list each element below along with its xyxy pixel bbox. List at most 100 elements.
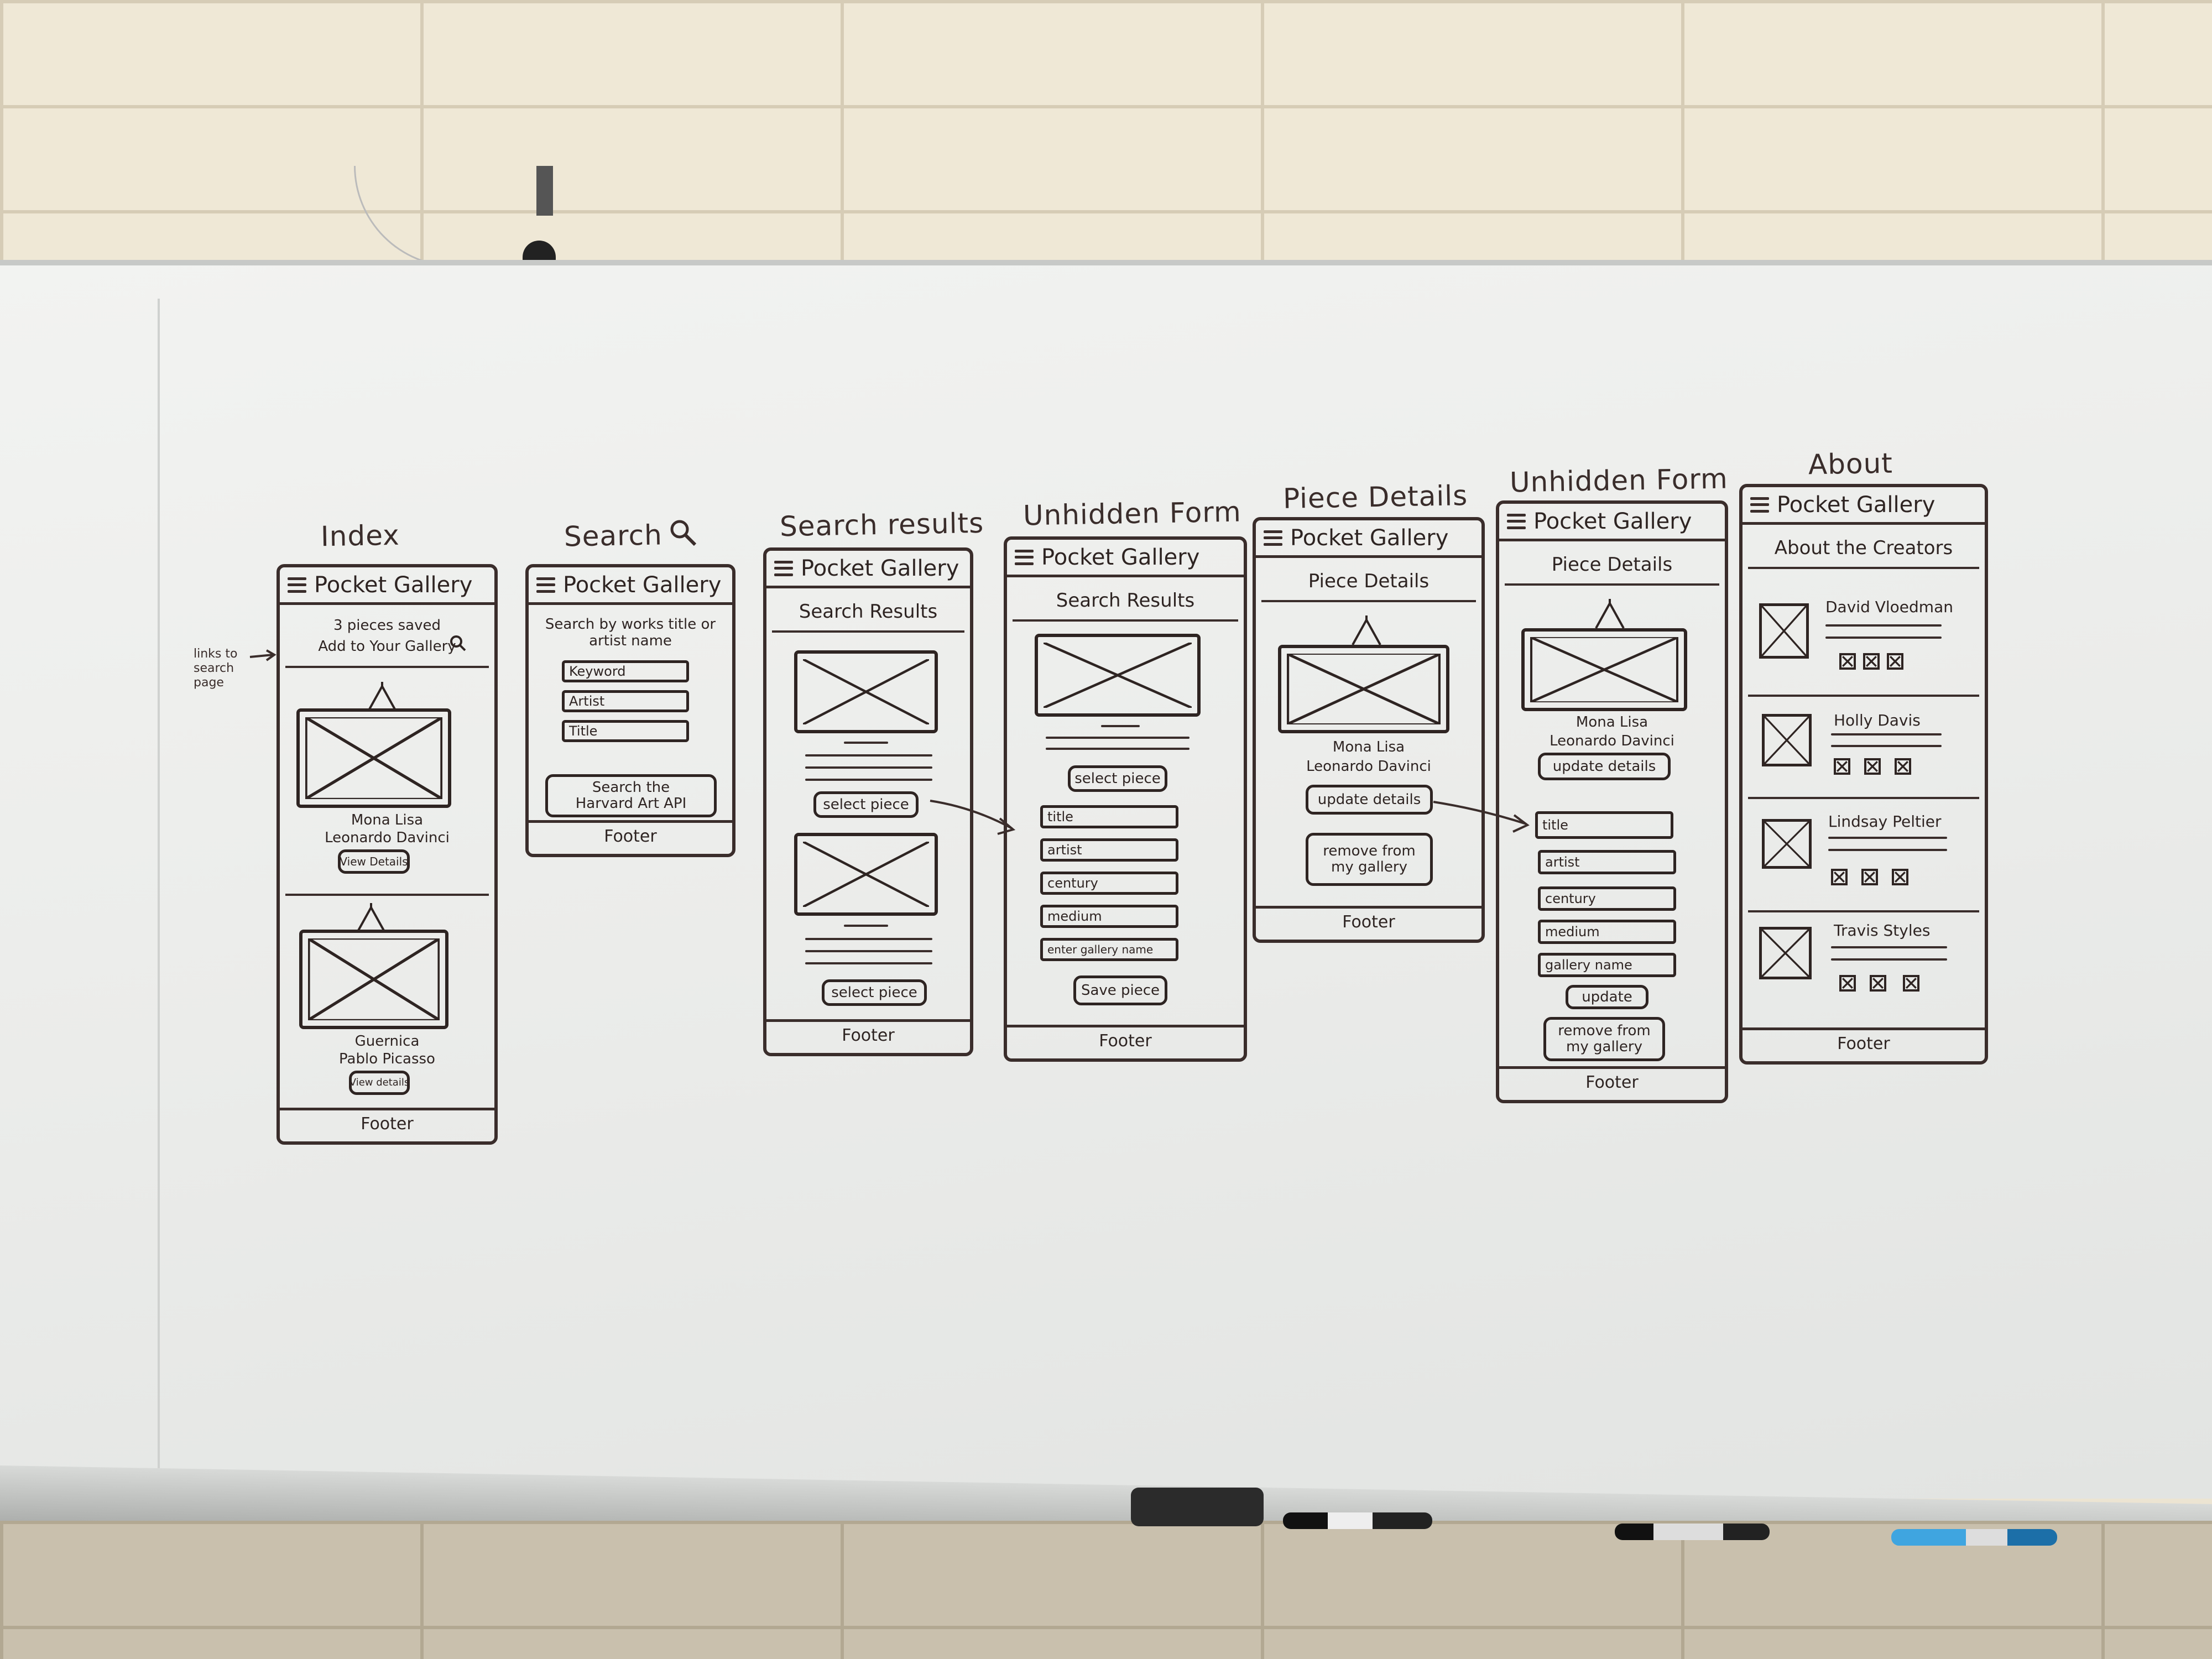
artist-field[interactable]: artist: [1040, 838, 1178, 862]
divider: [285, 894, 489, 896]
piece-title: Mona Lisa: [1332, 739, 1405, 755]
wall-below-board: [0, 1521, 2212, 1659]
text-line: [1831, 733, 1942, 735]
app-header: Pocket Gallery: [529, 567, 732, 605]
black-marker: [1283, 1512, 1432, 1529]
page-heading: Search Results: [799, 601, 938, 623]
century-field[interactable]: century: [1040, 872, 1178, 895]
links-annotation: links to search page: [194, 647, 238, 690]
piece-artist: Leonardo Davinci: [1306, 758, 1431, 775]
remove-from-gallery-button[interactable]: remove from my gallery: [1543, 1017, 1665, 1061]
social-link-icon[interactable]: [1839, 975, 1856, 992]
text-line: [1831, 745, 1942, 747]
social-link-icon[interactable]: [1895, 758, 1911, 775]
creator-name: David Vloedman: [1825, 598, 1953, 616]
hamburger-menu-icon[interactable]: [1507, 513, 1526, 529]
medium-field[interactable]: medium: [1040, 905, 1178, 928]
gallery-name-field[interactable]: enter gallery name: [1040, 938, 1178, 961]
search-icon[interactable]: [448, 634, 467, 653]
search-harvard-button[interactable]: Search the Harvard Art API: [545, 774, 717, 817]
app-title: Pocket Gallery: [1533, 508, 1692, 534]
title-input[interactable]: Title: [562, 720, 689, 742]
frame-hook-icon: [1352, 615, 1381, 645]
artwork-image[interactable]: [296, 708, 451, 808]
caption-search-results: Search results: [779, 507, 984, 543]
text-line: [1046, 737, 1190, 739]
social-link-icon[interactable]: [1903, 975, 1919, 992]
divider: [1748, 797, 1979, 799]
artwork-image[interactable]: [299, 930, 448, 1029]
hamburger-menu-icon[interactable]: [288, 577, 306, 593]
screen-unhidden-form: Pocket Gallery Search Results select pie…: [1004, 536, 1247, 1062]
update-button[interactable]: update: [1566, 985, 1648, 1009]
title-field[interactable]: title: [1535, 811, 1673, 839]
select-piece-button[interactable]: select piece: [813, 791, 919, 818]
app-header: Pocket Gallery: [1007, 540, 1244, 577]
hamburger-menu-icon[interactable]: [1750, 497, 1769, 513]
screen-edit-form: Pocket Gallery Piece Details Mona Lisa L…: [1496, 500, 1728, 1103]
app-title: Pocket Gallery: [1290, 525, 1449, 551]
camera: [523, 241, 556, 263]
footer: Footer: [1499, 1066, 1725, 1100]
page-heading: Piece Details: [1551, 554, 1673, 576]
text-line: [1831, 958, 1947, 961]
hamburger-menu-icon[interactable]: [1015, 549, 1034, 565]
artist-input[interactable]: Artist: [562, 690, 689, 712]
result-image[interactable]: [794, 833, 938, 916]
creator-name: Travis Styles: [1834, 921, 1931, 940]
view-details-button[interactable]: View Details: [338, 849, 410, 874]
social-link-icon[interactable]: [1831, 869, 1848, 885]
remove-from-gallery-button[interactable]: remove from my gallery: [1306, 833, 1433, 886]
artwork-image: [1521, 628, 1687, 711]
search-instructions: Search by works title or artist name: [545, 616, 716, 649]
social-link-icon[interactable]: [1870, 975, 1886, 992]
divider: [1505, 583, 1719, 586]
text-line: [805, 754, 932, 757]
frame-hook-icon: [367, 682, 397, 712]
screen-piece-details: Pocket Gallery Piece Details Mona Lisa L…: [1253, 517, 1485, 943]
artist-field[interactable]: artist: [1538, 850, 1676, 874]
app-header: Pocket Gallery: [1256, 520, 1481, 558]
hamburger-menu-icon[interactable]: [536, 577, 555, 593]
result-image[interactable]: [794, 650, 938, 733]
caption-search: Search: [564, 519, 663, 553]
social-link-icon[interactable]: [1863, 653, 1880, 670]
social-link-icon[interactable]: [1864, 758, 1881, 775]
select-piece-button[interactable]: select piece: [822, 979, 927, 1006]
hamburger-menu-icon[interactable]: [1264, 530, 1282, 546]
creator-photo: [1759, 927, 1812, 979]
keyword-input[interactable]: Keyword: [562, 660, 689, 682]
piece-artist: Pablo Picasso: [339, 1051, 435, 1067]
divider: [1748, 910, 1979, 912]
text-line: [1825, 637, 1942, 639]
app-title: Pocket Gallery: [1777, 492, 1936, 518]
select-piece-button[interactable]: select piece: [1068, 765, 1167, 792]
social-link-icon[interactable]: [1861, 869, 1878, 885]
social-link-icon[interactable]: [1839, 653, 1856, 670]
social-link-icon[interactable]: [1834, 758, 1850, 775]
text-line: [805, 779, 932, 781]
text-line: [805, 938, 932, 940]
page-heading: Piece Details: [1308, 570, 1430, 592]
frame-hook-icon: [356, 903, 386, 933]
social-link-icon[interactable]: [1887, 653, 1903, 670]
medium-field[interactable]: medium: [1538, 920, 1676, 944]
app-title: Pocket Gallery: [314, 572, 473, 598]
social-link-icon[interactable]: [1892, 869, 1908, 885]
view-details-button[interactable]: View details: [349, 1071, 410, 1095]
divider: [1013, 619, 1238, 622]
save-piece-button[interactable]: Save piece: [1073, 975, 1167, 1005]
screen-search: Pocket Gallery Search by works title or …: [525, 564, 735, 857]
result-image[interactable]: [1035, 634, 1201, 717]
app-header: Pocket Gallery: [766, 551, 970, 588]
update-details-button[interactable]: update details: [1538, 753, 1671, 780]
gallery-name-field[interactable]: gallery name: [1538, 953, 1676, 977]
add-to-gallery-link[interactable]: Add to Your Gallery: [318, 638, 456, 655]
update-details-button[interactable]: update details: [1306, 785, 1433, 815]
hamburger-menu-icon[interactable]: [774, 560, 793, 576]
caption-piece-details: Piece Details: [1282, 479, 1468, 515]
title-field[interactable]: title: [1040, 805, 1178, 828]
divider: [1261, 600, 1476, 602]
text-line: [1825, 624, 1942, 627]
century-field[interactable]: century: [1538, 886, 1676, 911]
